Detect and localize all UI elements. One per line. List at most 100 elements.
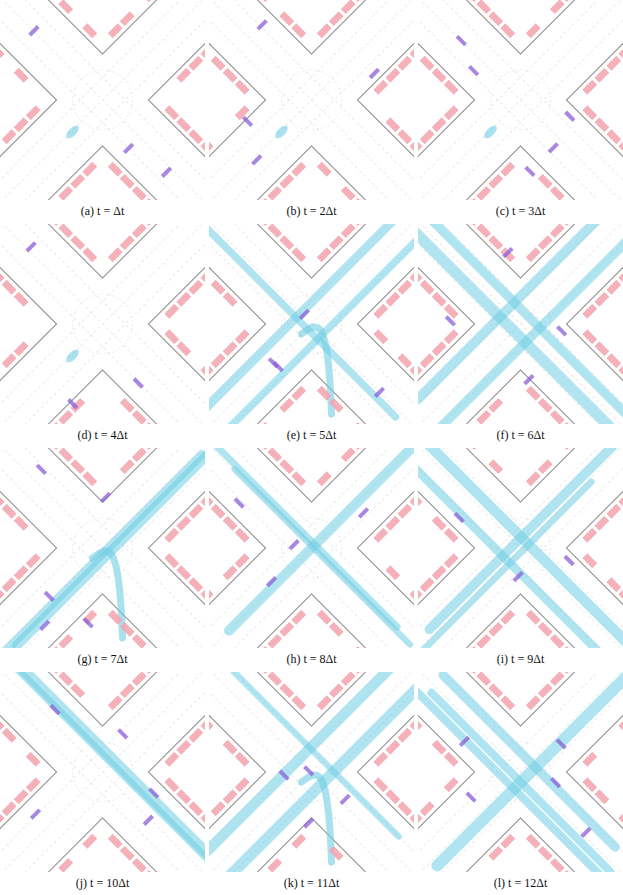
parked-vehicle [353, 0, 368, 2]
lane-line [209, 224, 414, 424]
parked-vehicle [209, 492, 214, 507]
road-curb [209, 224, 414, 424]
parked-vehicle [594, 341, 609, 356]
parked-vehicle [291, 23, 306, 38]
trajectory [235, 469, 410, 644]
parked-vehicle [82, 834, 97, 849]
parked-vehicle [418, 492, 423, 507]
parked-vehicle [329, 683, 344, 698]
parked-vehicle [164, 105, 179, 120]
parked-vehicle [176, 516, 191, 531]
trajectory [17, 672, 205, 863]
parked-vehicle [209, 589, 214, 604]
parked-vehicle [341, 224, 356, 238]
parked-vehicle [418, 589, 423, 604]
parked-vehicle [14, 292, 29, 307]
lane-line [209, 224, 414, 424]
trajectory [418, 482, 591, 648]
panel-caption: (l) t = 12Δt [418, 876, 623, 890]
parked-vehicle [223, 516, 238, 531]
road-surface [418, 224, 623, 424]
parked-vehicle [58, 634, 73, 648]
agent-vehicle [233, 497, 244, 508]
parked-vehicle [200, 492, 205, 507]
parked-vehicle [385, 789, 400, 804]
parked-vehicle [444, 752, 459, 767]
agent-vehicle [454, 512, 465, 523]
parked-vehicle [14, 516, 29, 531]
agent-vehicle [49, 704, 60, 715]
parked-vehicle [200, 716, 205, 731]
parked-vehicle [329, 846, 344, 861]
parked-vehicle [562, 0, 577, 2]
trajectory [7, 672, 205, 870]
trajectory [431, 693, 610, 872]
parked-vehicle [176, 292, 191, 307]
trajectory [212, 448, 397, 627]
parked-vehicle [420, 56, 435, 71]
lane-line [0, 0, 205, 200]
lane-line [209, 224, 414, 424]
parked-vehicle [267, 186, 282, 200]
road-surface [418, 0, 623, 200]
parked-vehicle [594, 292, 609, 307]
parked-vehicle [120, 174, 135, 189]
agent-vehicle [563, 555, 574, 566]
trajectory [229, 448, 414, 631]
lane-line [418, 224, 623, 424]
parked-vehicle [444, 80, 459, 95]
parked-vehicle [26, 752, 41, 767]
parked-vehicle [108, 695, 123, 710]
parked-vehicle [420, 801, 435, 816]
parked-vehicle [353, 224, 368, 226]
road-surface [0, 448, 205, 648]
parked-vehicle [26, 105, 41, 120]
parked-vehicle [2, 280, 17, 295]
lane-line [418, 672, 623, 872]
parked-vehicle [562, 672, 577, 674]
parked-vehicle [418, 268, 423, 283]
parked-vehicle [432, 565, 447, 580]
parked-vehicle [120, 846, 135, 861]
road-curb [209, 0, 414, 200]
agent-vehicle [273, 361, 284, 372]
lane-line [209, 0, 414, 200]
agent-vehicle [580, 827, 591, 838]
parked-vehicle [235, 80, 250, 95]
parked-vehicle [223, 789, 238, 804]
turn-guide [73, 294, 133, 354]
parked-vehicle [188, 280, 203, 295]
parked-vehicle [291, 162, 306, 177]
parked-vehicle [550, 0, 565, 14]
trajectory [431, 240, 623, 424]
parked-vehicle [317, 471, 332, 486]
map-panel [418, 224, 623, 424]
parked-vehicle [108, 23, 123, 38]
road-curb [418, 448, 623, 648]
parked-vehicle [70, 683, 85, 698]
parked-vehicle [562, 646, 577, 648]
trajectory [418, 463, 609, 648]
lane-line [0, 672, 205, 872]
parked-vehicle [188, 504, 203, 519]
parked-vehicle [14, 68, 29, 83]
parked-vehicle [373, 777, 388, 792]
agent-vehicle [256, 19, 267, 30]
parked-vehicle [200, 44, 205, 59]
agent-vehicle [25, 241, 36, 252]
parked-vehicle [14, 565, 29, 580]
road-curb [209, 672, 414, 872]
lane-line [209, 672, 414, 872]
parked-vehicle [70, 174, 85, 189]
parked-vehicle [420, 129, 435, 144]
lane-line [209, 0, 414, 200]
road-surface [0, 672, 205, 872]
parked-vehicle [291, 695, 306, 710]
parked-vehicle [211, 280, 226, 295]
lane-line [209, 672, 414, 872]
parked-vehicle [385, 292, 400, 307]
road-curb [418, 0, 623, 200]
parked-vehicle [373, 752, 388, 767]
parked-vehicle [317, 386, 332, 401]
parked-vehicle [70, 459, 85, 474]
